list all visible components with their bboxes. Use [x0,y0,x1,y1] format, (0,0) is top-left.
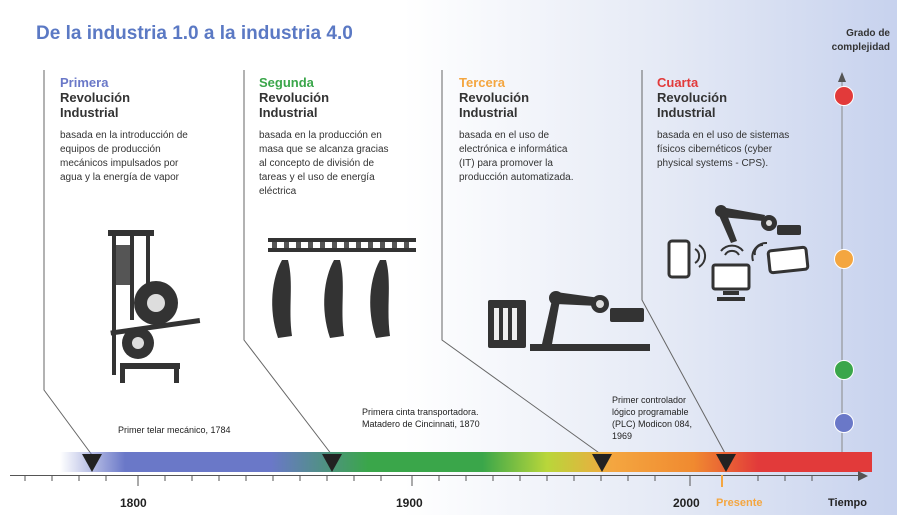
revolution-1-heading-line2: Revolución [60,90,131,105]
revolution-2-ordinal: Segunda [259,75,314,90]
revolution-3-heading-line3: Industrial [459,105,518,120]
revolution-4: Cuarta Revolución Industrial basada en e… [657,75,842,171]
robot-arm-plc-icon [488,291,650,351]
page-title: De la industria 1.0 a la industria 4.0 [36,23,353,44]
milestone-3: Primer controlador lógico programable (P… [612,395,693,441]
revolution-3-heading-line2: Revolución [459,90,530,105]
revolution-2: Segunda Revolución Industrial basada en … [259,75,439,199]
revolution-1-ordinal: Primera [60,75,109,90]
steam-loom-icon [108,230,201,383]
time-axis-line [10,475,865,476]
revolution-4-description: basada en el uso de sistemas físicos cib… [657,130,790,169]
revolution-2-heading-line3: Industrial [259,105,318,120]
revolution-3-ordinal: Tercera [459,75,506,90]
complexity-axis-arrow-icon [838,72,846,82]
milestone-1: Primer telar mecánico, 1784 [118,425,231,435]
timeline-marker-1 [82,454,102,472]
year-label-1900: 1900 [396,496,423,510]
connector-line-2 [243,70,333,456]
revolution-3: Tercera Revolución Industrial basada en … [459,75,639,185]
connector-line-3 [441,70,603,456]
present-label: Presente [716,497,763,509]
timeline-marker-2 [322,454,342,472]
timeline-marker-4 [716,454,736,472]
connected-robot-devices-icon [667,205,810,301]
time-axis-arrow-icon [858,471,868,481]
revolution-4-heading-line2: Revolución [657,90,728,105]
year-label-2000: 2000 [673,496,700,510]
year-label-1800: 1800 [120,496,147,510]
timeline-marker-3 [592,454,612,472]
complexity-dot-3 [834,249,854,269]
revolution-2-heading-line2: Revolución [259,90,330,105]
timeline-markers [82,454,736,472]
y-axis-label: Grado de complejidad [831,28,890,53]
milestone-2: Primera cinta transportadora. Matadero d… [362,407,480,429]
timeline-band [60,452,872,472]
complexity-dot-4 [834,86,854,106]
revolution-2-description: basada en la producción en masa que se a… [259,130,389,197]
connector-line-4 [641,70,727,456]
complexity-dot-1 [834,413,854,433]
revolution-1: Primera Revolución Industrial basada en … [60,75,240,185]
revolution-4-ordinal: Cuarta [657,75,699,90]
x-axis-label: Tiempo [828,497,867,509]
conveyor-belt-icon [268,238,416,338]
time-axis-ticks [24,475,813,487]
revolution-4-heading-line3: Industrial [657,105,716,120]
complexity-dot-2 [834,360,854,380]
connector-line-1 [43,70,93,456]
revolution-3-description: basada en el uso de electrónica e inform… [459,130,574,183]
revolution-1-heading-line3: Industrial [60,105,119,120]
revolution-1-description: basada en la introducción de equipos de … [60,130,188,183]
